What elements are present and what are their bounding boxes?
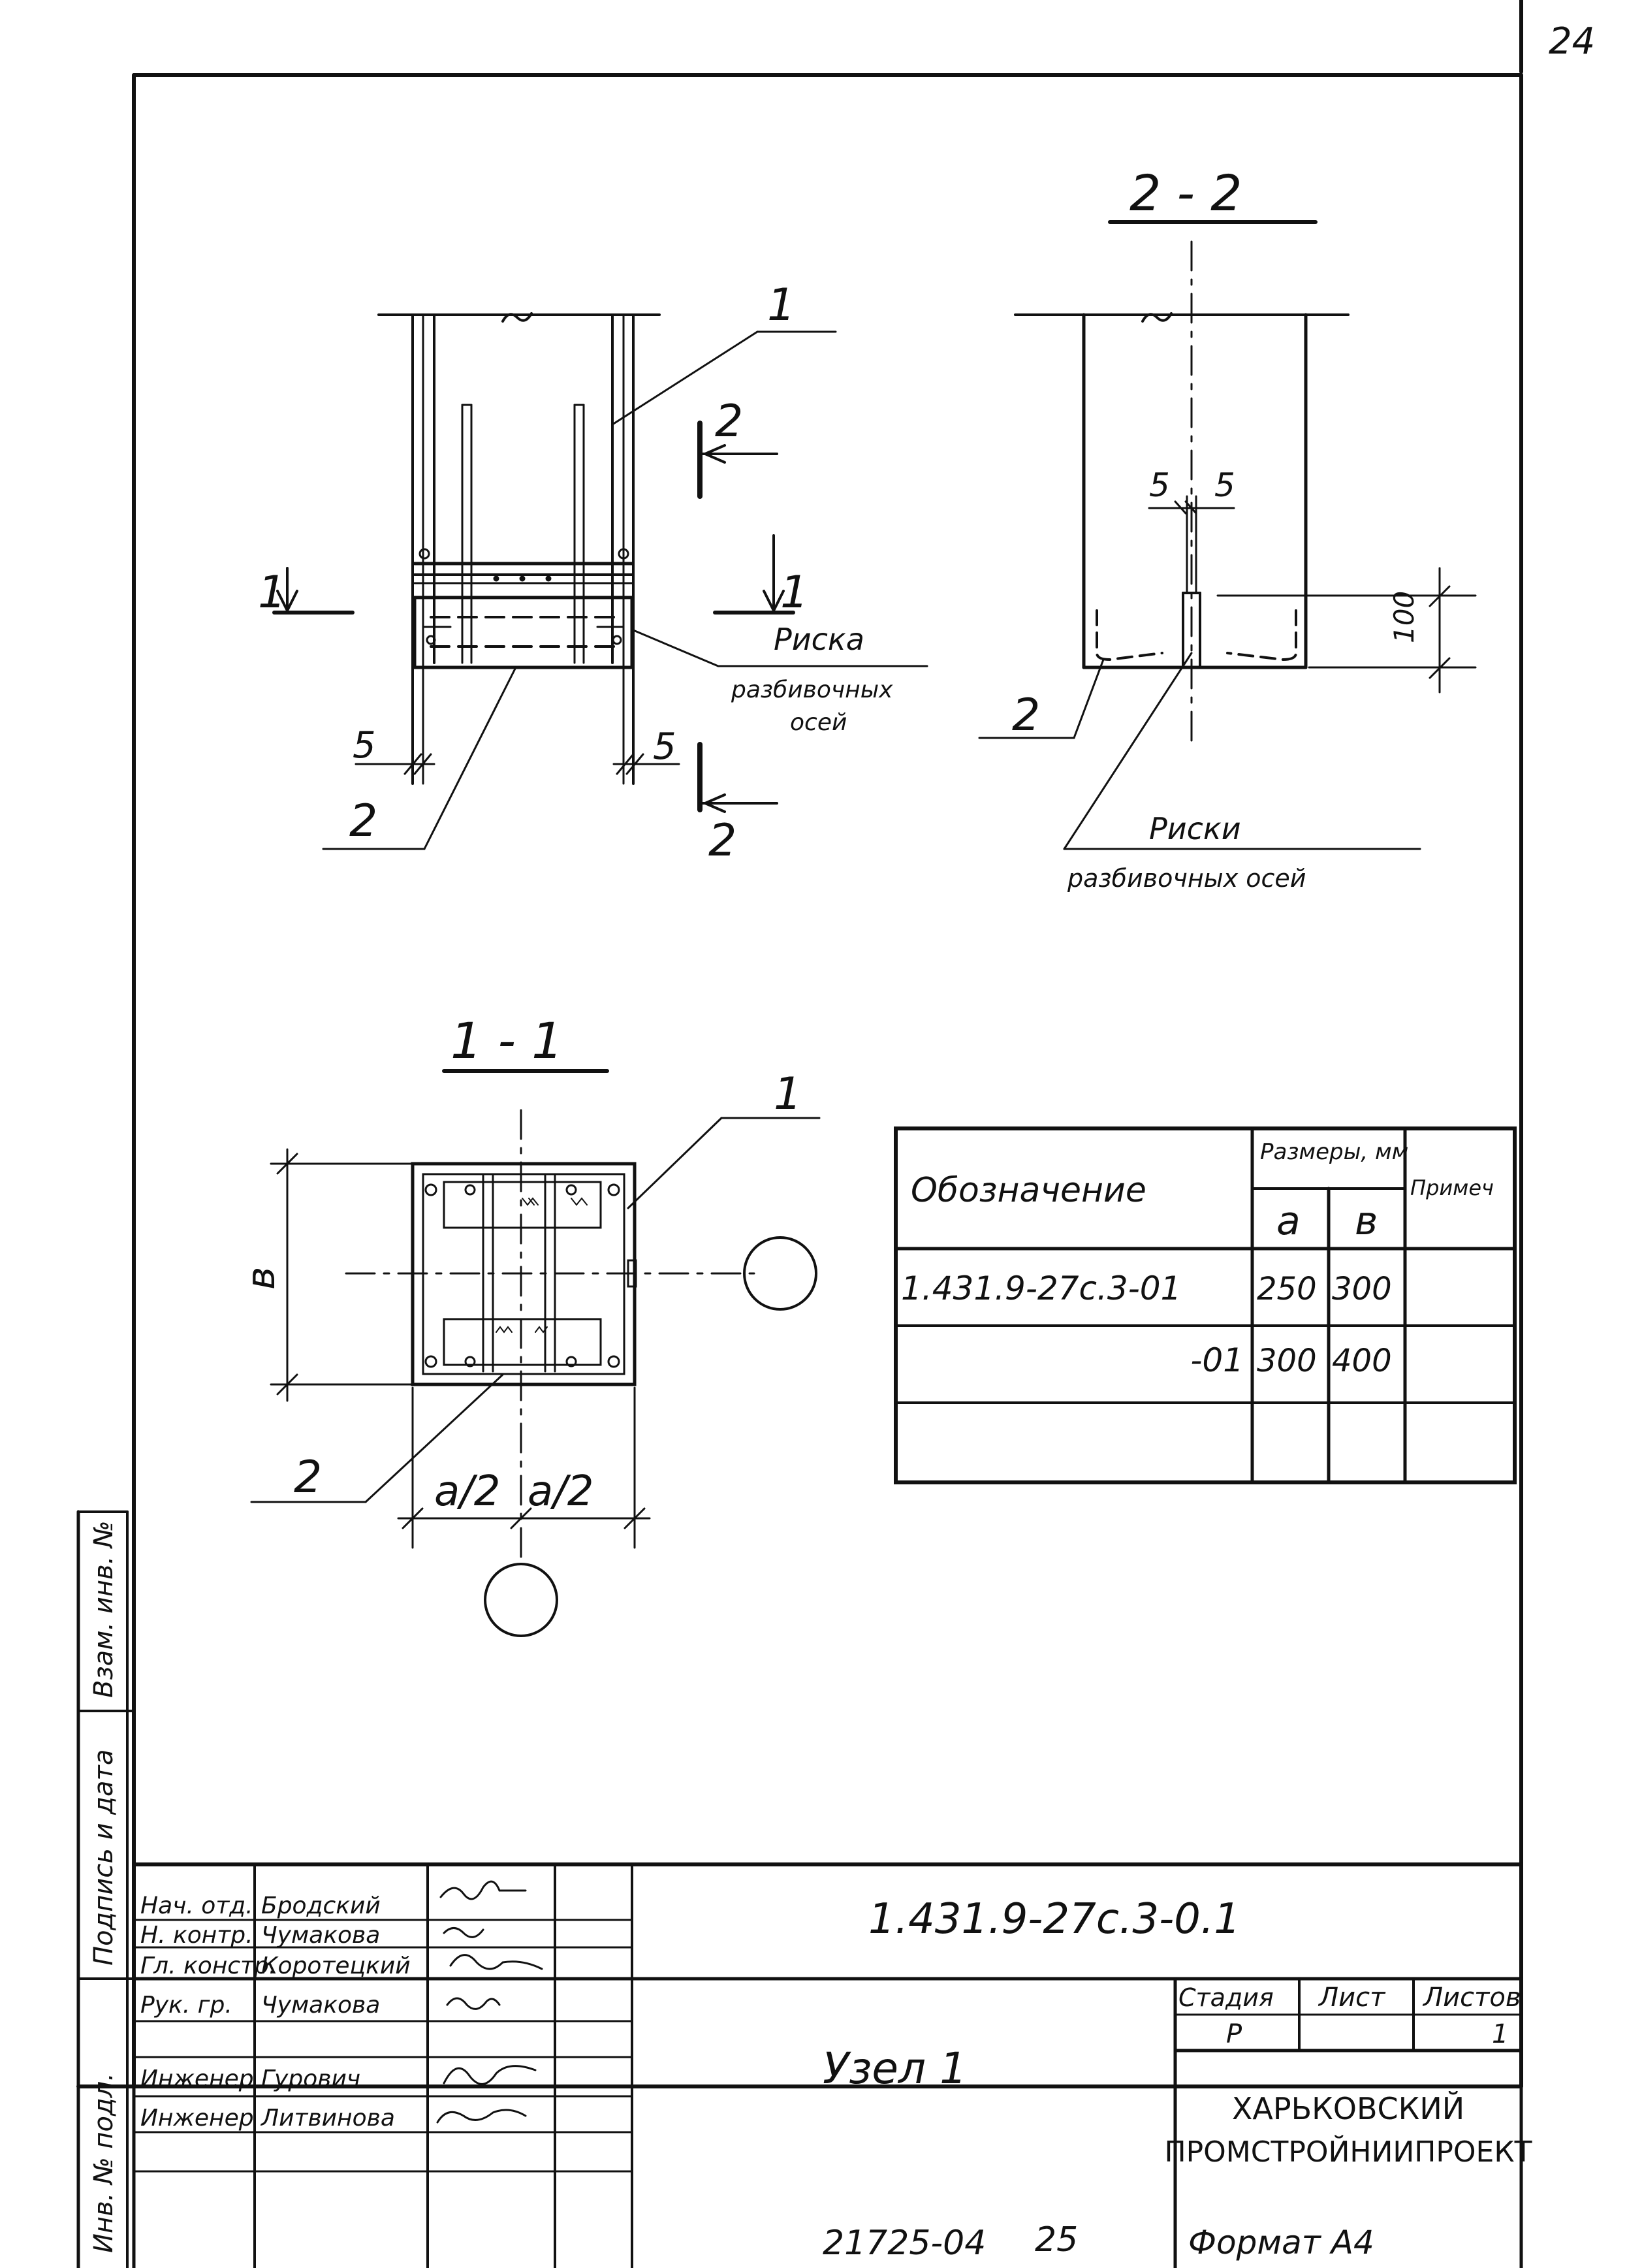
title-block: Нач. отд. Н. контр. Гл. констр. Рук. гр.… (132, 1862, 1532, 2268)
section-1-1-title: 1 - 1 (450, 1012, 563, 1070)
section-2-2-view: 2 - 2 5 5 100 2 (978, 164, 1477, 893)
signatures (436, 1880, 543, 2124)
axis-marker-right (743, 1236, 817, 1311)
name-4: Чумакова (261, 1992, 380, 2019)
section-2-2-title: 2 - 2 (1129, 164, 1242, 222)
dim-a-half-1: a/2 (434, 1467, 501, 1516)
page-number: 24 (1549, 20, 1595, 63)
role-3: Гл. констр. (140, 1953, 276, 1979)
section-1-1-callout-2: 2 (294, 1452, 322, 1503)
dim-5-a: 5 (1149, 466, 1170, 504)
dim-5-right: 5 (653, 726, 676, 768)
name-7: Литвинова (260, 2105, 395, 2132)
table-header-note: Примеч (1410, 1175, 1494, 1200)
role-2: Н. контр. (140, 1922, 253, 1949)
stage-label: Стадия (1178, 1983, 1274, 2012)
role-1: Нач. отд. (140, 1893, 253, 1919)
callout-2: 2 (349, 795, 377, 847)
side-stamp: Взам. инв. № Подпись и дата Инв. № подл. (76, 1510, 135, 2268)
section-mark-1-left: 1 (258, 567, 286, 618)
section-2-2-callout-2: 2 (1012, 690, 1040, 741)
name-3: Коротецкий (261, 1953, 411, 1979)
section-1-1-view: 1 - 1 (238, 1012, 821, 1637)
dim-b: в (238, 1267, 284, 1290)
section-1-1-callout-1: 1 (774, 1068, 802, 1120)
table-row-2-a: 300 (1257, 1343, 1317, 1379)
sizes-table: Обозначение Размеры, мм Примеч a в 1.431… (894, 1126, 1517, 1484)
table-row-1-designation: 1.431.9-27с.3-01 (901, 1270, 1181, 1307)
axis-marker-bottom (484, 1563, 558, 1637)
note-line-3: осей (790, 709, 847, 736)
side-stamp-sign-date: Подпись и дата (89, 1749, 119, 1966)
side-stamp-inv-orig: Инв. № подл. (89, 2073, 119, 2253)
sheets-label: Листов (1422, 1983, 1521, 2013)
role-6: Инженер (140, 2066, 254, 2092)
drawing-title: Узел 1 (823, 2043, 967, 2094)
doc-code: 1.431.9-27с.3-0.1 (868, 1895, 1240, 1943)
section-2-2-note-line-2: разбивочных осей (1067, 864, 1306, 893)
org-line-2: ПРОМСТРОЙНИИПРОЕКТ (1165, 2134, 1532, 2169)
dim-a-half-2: a/2 (528, 1467, 594, 1516)
name-1: Бродский (261, 1893, 381, 1919)
org-line-1: ХАРЬКОВСКИЙ (1232, 2091, 1464, 2126)
footer-code: 21725-04 (823, 2224, 987, 2263)
table-header-sizes: Размеры, мм (1260, 1139, 1408, 1165)
role-4: Рук. гр. (140, 1992, 232, 2019)
name-6: Гурович (261, 2066, 360, 2092)
elevation-view: 1 2 1 1 2 2 5 (258, 280, 928, 867)
table-header-b: в (1355, 1198, 1378, 1244)
table-row-1-a: 250 (1257, 1271, 1317, 1307)
dim-100: 100 (1388, 591, 1420, 643)
table-row-2-b: 400 (1332, 1343, 1392, 1379)
section-mark-2-bottom: 2 (708, 815, 736, 867)
side-stamp-vzam: Взам. инв. № (89, 1520, 119, 1698)
note-line-2: разбивочных (731, 677, 893, 703)
dim-5-b: 5 (1214, 466, 1235, 504)
sheet-label: Лист (1318, 1983, 1386, 2013)
section-mark-2-top: 2 (715, 396, 743, 447)
table-header-a: a (1276, 1198, 1301, 1244)
table-row-2-designation: -01 (1190, 1341, 1244, 1379)
sheets-value: 1 (1492, 2019, 1508, 2049)
role-7: Инженер (140, 2105, 254, 2132)
stage-value: Р (1226, 2019, 1242, 2049)
section-mark-1-right: 1 (780, 567, 808, 618)
section-2-2-note-line-1: Риски (1149, 811, 1241, 846)
table-header-designation: Обозначение (911, 1171, 1146, 1210)
footer-format: Формат А4 (1188, 2224, 1374, 2261)
name-2: Чумакова (261, 1922, 380, 1949)
footer-sheet: 25 (1035, 2220, 1079, 2260)
dim-5-left: 5 (353, 724, 376, 767)
note-line-1: Риска (774, 622, 864, 657)
table-row-1-b: 300 (1332, 1271, 1392, 1307)
callout-1: 1 (767, 280, 795, 331)
